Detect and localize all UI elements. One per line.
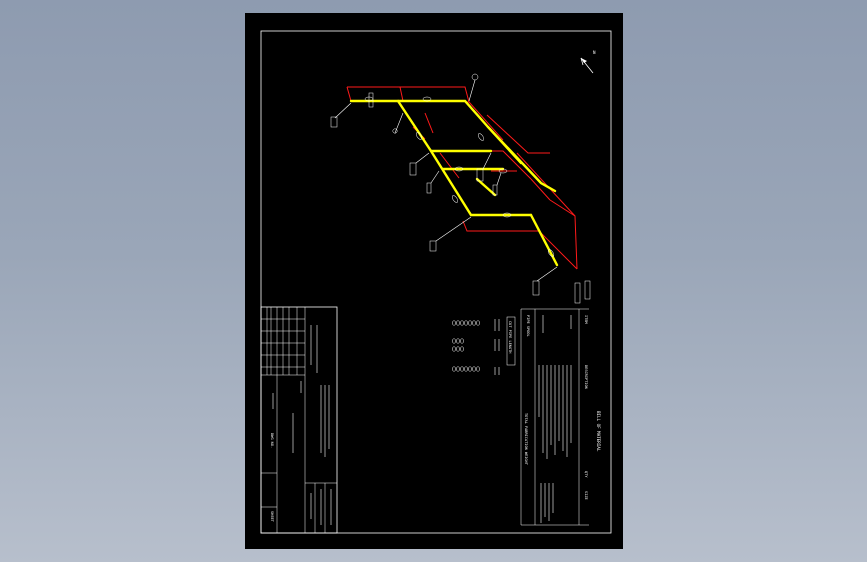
bom-title: BILL OF MATERIAL bbox=[596, 411, 601, 452]
north-label: N bbox=[593, 50, 596, 55]
bom-section-header: PIPE SPOOL bbox=[526, 315, 530, 337]
bill-of-material: BILL OF MATERIAL ITEM DESCRIPTION QTY SI… bbox=[520, 308, 601, 526]
bom-col-item: ITEM bbox=[584, 315, 588, 324]
title-block: SHEET DWG NO. bbox=[260, 306, 338, 534]
bom-total-label: TOTAL FABRICATION WEIGHT bbox=[524, 413, 528, 466]
bom-col-description: DESCRIPTION bbox=[584, 365, 588, 389]
north-arrow-icon: N bbox=[580, 50, 596, 74]
sheet-border bbox=[260, 30, 612, 534]
isometric-drawing: N bbox=[260, 30, 612, 534]
bom-rows bbox=[538, 315, 572, 523]
sheet-label: SHEET bbox=[270, 511, 274, 523]
drawing-sheet: N bbox=[245, 13, 623, 549]
bom-col-qty: QTY bbox=[584, 471, 588, 478]
cut-pipe-length: CUT PIPE LENGTH bbox=[452, 316, 516, 375]
drawing-number-label: DWG NO. bbox=[270, 433, 274, 448]
pipe-annotations bbox=[330, 73, 591, 304]
pipe-route bbox=[349, 99, 559, 267]
dimension-lines bbox=[346, 86, 578, 270]
cut-pipe-title: CUT PIPE LENGTH bbox=[508, 321, 512, 353]
bom-col-size: SIZE bbox=[584, 491, 588, 500]
